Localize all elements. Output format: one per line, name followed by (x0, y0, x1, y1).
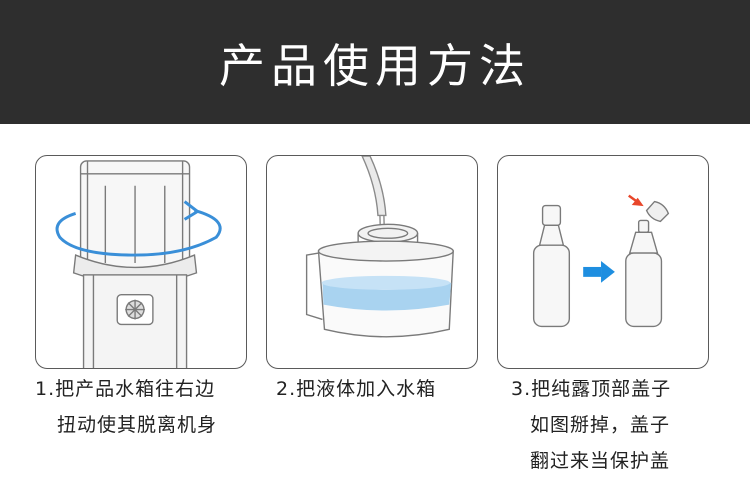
step-3-caption-line-2: 如图掰掉，盖子 (530, 414, 671, 436)
step-3-illustration (497, 155, 709, 369)
rotate-arrow-icon (55, 200, 222, 257)
page-title: 产品使用方法 (219, 39, 531, 93)
step-2-illustration (266, 155, 478, 369)
step-3-caption-line-3: 翻过来当保护盖 (530, 450, 671, 472)
bottle-cap-drawing (532, 194, 670, 328)
step-1-caption-line-2: 扭动使其脱离机身 (57, 414, 218, 436)
tank-filling-drawing (305, 156, 454, 338)
step-1-illustration (35, 155, 247, 369)
break-arrow-icon (628, 194, 644, 207)
step-2-caption-line-1: 2.把液体加入水箱 (276, 378, 437, 400)
header-banner: 产品使用方法 (0, 0, 750, 124)
machine-tank-drawing (55, 160, 222, 368)
direction-arrow-icon (583, 261, 615, 283)
step-3-caption-line-1: 3.把纯露顶部盖子 (511, 378, 672, 400)
step-1-caption-line-1: 1.把产品水箱往右边 (35, 378, 216, 400)
